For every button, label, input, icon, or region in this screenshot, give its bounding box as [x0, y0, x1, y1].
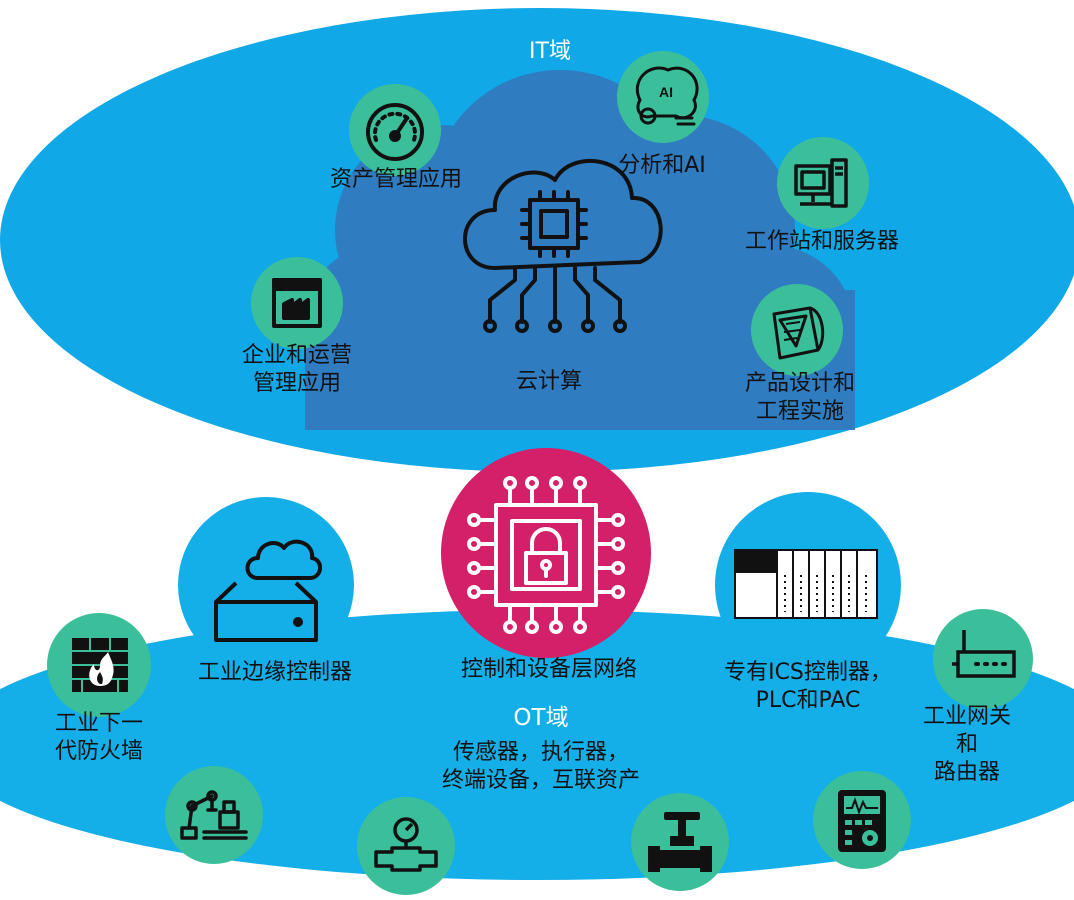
- analytics-ai-label: 分析和AI: [618, 153, 706, 178]
- it-domain-title: IT域: [529, 39, 571, 64]
- meter-device-icon: [838, 790, 886, 852]
- edge-controller-label: 工业边缘控制器: [197, 660, 353, 685]
- firewall-label: 工业下一 代防火墙: [54, 711, 144, 764]
- gateway-circle: [933, 609, 1033, 709]
- plc-label: 专有ICS控制器， PLC和PAC: [724, 660, 892, 713]
- gateway-label: 工业网关和 路由器: [922, 704, 1011, 785]
- analytics-ai-circle: [617, 51, 709, 143]
- asset-mgmt-label: 资产管理应用: [329, 167, 463, 192]
- center-label: 控制和设备层网络: [460, 657, 638, 682]
- workstation-label: 工作站和服务器: [744, 229, 900, 254]
- ai-brain-icon: AI: [635, 66, 699, 126]
- gauge-icon: [366, 103, 424, 161]
- workstation-icon: [794, 158, 848, 208]
- product-design-label: 产品设计和 工程实施: [744, 371, 856, 424]
- ot-domain-title: OT域: [513, 705, 569, 731]
- router-icon: [952, 630, 1016, 678]
- firewall-icon: [72, 638, 128, 692]
- valve-actuator-icon: [648, 812, 712, 872]
- cloud-chip-icon: [463, 158, 663, 333]
- edge-server-cloud-icon: [214, 539, 322, 642]
- cloud-computing-label: 云计算: [515, 369, 583, 394]
- ot-domain-subtitle: 传感器，执行器， 终端设备，互联资产: [441, 740, 641, 793]
- robot-arm-icon: [180, 790, 248, 840]
- factory-window-icon: [272, 278, 322, 328]
- enterprise-app-label: 企业和运营 管理应用: [241, 343, 353, 396]
- design-drafting-icon: [772, 306, 825, 360]
- chip-lock-icon: [467, 476, 625, 634]
- plc-rack-icon: [734, 549, 878, 619]
- flow-meter-icon: [374, 817, 438, 872]
- svg-text:AI: AI: [659, 84, 673, 100]
- edge-controller-circle: [178, 497, 354, 673]
- robot-arm-circle: [165, 766, 263, 864]
